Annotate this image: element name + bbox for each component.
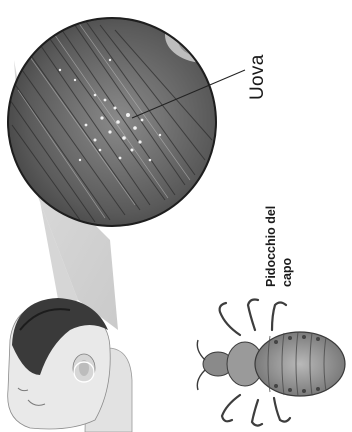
- head-louse-label-line2: capo: [279, 206, 295, 287]
- head-louse-label: Pidocchio del capo: [263, 206, 295, 287]
- eggs-label: Uova: [247, 54, 269, 100]
- magnified-scalp-circle: [0, 0, 245, 240]
- head-louse: [197, 300, 345, 426]
- head-louse-label-line1: Pidocchio del: [263, 206, 279, 287]
